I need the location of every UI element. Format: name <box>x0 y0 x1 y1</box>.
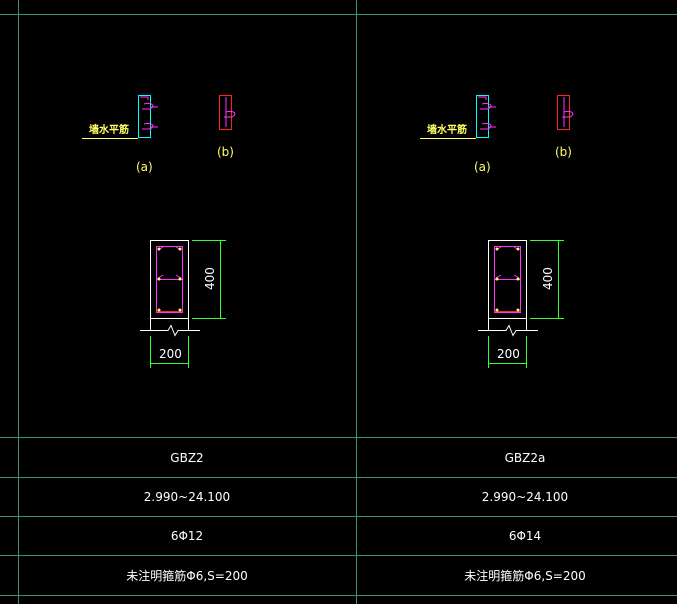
table-name: GBZ2 <box>170 451 203 465</box>
rebar-note-label: 墙水平筋 <box>427 123 467 136</box>
section-drawing: 400 200 <box>478 240 564 368</box>
rebar-dot <box>516 308 520 312</box>
table-longitudinal: 6Φ14 <box>509 529 541 543</box>
detail-a: 墙水平筋 (a) <box>82 95 158 174</box>
rebar-dot <box>516 277 520 281</box>
dim-width-text: 200 <box>159 347 182 361</box>
rebar-dot <box>178 247 182 251</box>
rebar-dot <box>495 277 499 281</box>
detail-a-hook-top <box>140 96 154 110</box>
rebar-note-label: 墙水平筋 <box>89 123 129 136</box>
table-elevation: 2.990~24.100 <box>482 490 568 504</box>
break-line <box>478 324 538 337</box>
rebar-dot <box>178 308 182 312</box>
detail-a-hook-top <box>478 96 492 110</box>
detail-a-hook-bottom <box>142 123 154 130</box>
rebar-dot <box>157 277 161 281</box>
section-outline <box>488 240 527 319</box>
detail-a: 墙水平筋 (a) <box>420 95 496 174</box>
rebar-dot <box>178 277 182 281</box>
detail-b-outline <box>557 95 570 130</box>
rebar-dot <box>516 247 520 251</box>
detail-a-label: (a) <box>136 160 153 174</box>
table-stirrup: 未注明箍筋Φ6,S=200 <box>464 568 585 583</box>
table-longitudinal: 6Φ12 <box>171 529 203 543</box>
dim-height-text: 400 <box>203 267 217 290</box>
detail-a-hook-bottom <box>480 123 492 130</box>
dim-height-text: 400 <box>541 267 555 290</box>
rebar-dot <box>495 247 499 251</box>
detail-b: (b) <box>555 95 574 159</box>
section-hook-tl <box>495 246 520 279</box>
rebar-dot <box>157 308 161 312</box>
detail-b-label: (b) <box>217 145 234 159</box>
table-elevation: 2.990~24.100 <box>144 490 230 504</box>
detail-a-outline <box>138 95 151 138</box>
rebar-dot <box>157 247 161 251</box>
section-hook-tl <box>157 246 182 279</box>
detail-b-hook <box>224 97 236 127</box>
detail-b-label: (b) <box>555 145 572 159</box>
section-outline <box>150 240 189 319</box>
rebar-dot <box>495 308 499 312</box>
column-gbz2: 墙水平筋 (a) (b) <box>82 95 248 583</box>
section-drawing: 400 200 <box>140 240 226 368</box>
dim-width-text: 200 <box>497 347 520 361</box>
table-stirrup: 未注明箍筋Φ6,S=200 <box>126 568 247 583</box>
detail-b-hook <box>562 97 574 127</box>
table-name: GBZ2a <box>505 451 546 465</box>
detail-b: (b) <box>217 95 236 159</box>
detail-b-outline <box>219 95 232 130</box>
column-gbz2a: 墙水平筋 (a) (b) 400 <box>420 95 586 583</box>
detail-a-label: (a) <box>474 160 491 174</box>
detail-a-outline <box>476 95 489 138</box>
break-line <box>140 324 200 337</box>
